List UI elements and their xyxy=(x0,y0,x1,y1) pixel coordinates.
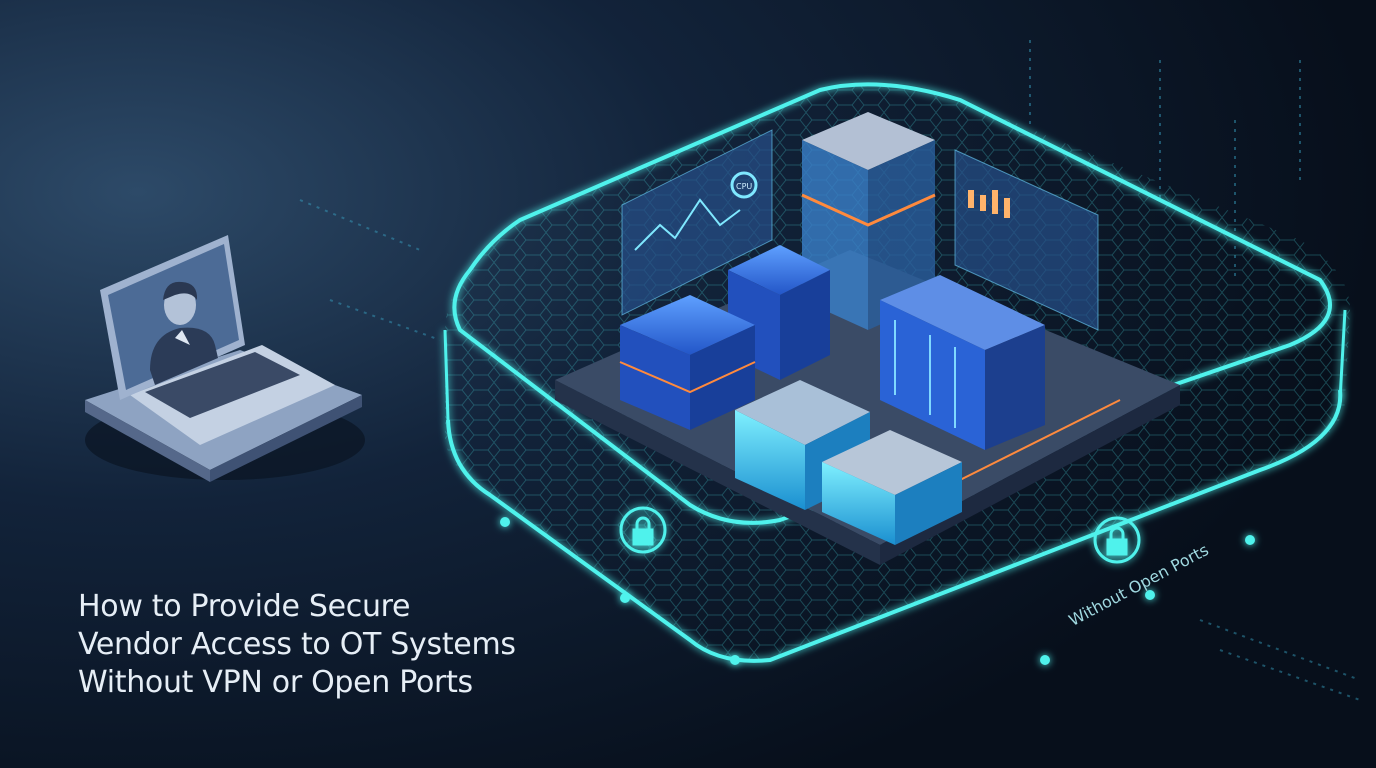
headline-line-3: Without VPN or Open Ports xyxy=(78,665,473,700)
lock-icon xyxy=(619,506,1141,564)
data-streaks xyxy=(299,40,1361,701)
node-dots xyxy=(500,517,1255,665)
gateway-appliance xyxy=(735,380,962,545)
laptop-icon xyxy=(85,235,365,482)
dashboard-panel-icon: CPU xyxy=(621,129,1099,331)
headline: How to Provide Secure Vendor Access to O… xyxy=(78,588,516,702)
blue-block xyxy=(619,245,830,430)
user-avatar-icon xyxy=(150,281,218,385)
headline-line-1: How to Provide Secure xyxy=(78,589,411,624)
headline-line-2: Vendor Access to OT Systems xyxy=(78,627,516,662)
gauge-label: CPU xyxy=(736,182,752,191)
server-rack-icon xyxy=(880,275,1045,450)
